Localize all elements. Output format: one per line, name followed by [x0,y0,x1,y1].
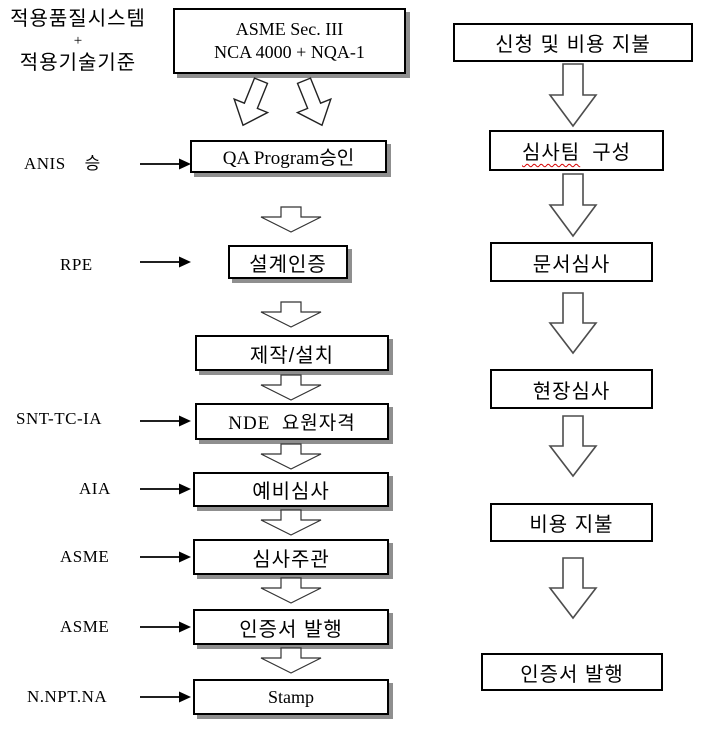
down-arrow-icon [260,577,322,604]
diagonal-down-left-arrow-icon [233,77,270,127]
box-certificate-issuance-right: 인증서 발행 [481,653,663,691]
asme-standard-line2: NCA 4000 + NQA-1 [214,42,365,62]
label-arrow-icon [140,621,191,633]
label-arrow-icon [140,483,191,495]
plus-sign: + [73,33,83,49]
asme-standard-line1: ASME Sec. III [235,19,344,39]
applicable-standards-line3: 적용기술기준 [19,52,137,74]
box-application-fee-payment: 신청 및 비용 지불 [453,23,693,62]
box-fabrication-installation: 제작/설치 [195,335,389,371]
asme-standard-box: ASME Sec. III NCA 4000 + NQA-1 [173,8,406,74]
down-arrow-icon [260,443,322,470]
annotation-anis: ANIS 승 [24,154,101,173]
down-arrow-icon [548,557,598,620]
box-qa-program-approval: QA Program승인 [190,140,387,173]
box-preliminary-audit: 예비심사 [193,472,389,507]
down-arrow-icon [548,173,598,238]
applicable-standards-label: 적용품질시스템 + 적용기술기준 [2,6,154,76]
diagonal-down-right-arrow-icon [295,77,332,127]
box-design-certification: 설계인증 [228,245,348,279]
label-arrow-icon [140,256,191,268]
label-arrow-icon [140,691,191,703]
annotation-asme-2: ASME [60,617,110,636]
label-arrow-icon [140,415,191,427]
down-arrow-icon [260,509,322,536]
audit-team-word-spellchecked: 심사팀 [521,142,581,164]
annotation-snt-tc-ia: SNT-TC-IA [16,409,103,428]
down-arrow-icon [260,647,322,674]
down-arrow-icon [260,301,322,328]
box-site-audit: 현장심사 [490,369,653,409]
label-arrow-icon [140,158,191,170]
box-nde-personnel-qualification: NDE 요원자격 [195,403,389,440]
down-arrow-icon [548,415,598,478]
down-arrow-icon [548,292,598,355]
box-certificate-issuance: 인증서 발행 [193,609,389,645]
down-arrow-icon [260,206,322,233]
annotation-rpe: RPE [60,255,93,274]
down-arrow-icon [260,374,322,401]
applicable-standards-line1: 적용품질시스템 [10,8,146,30]
annotation-asme-1: ASME [60,547,110,566]
box-fee-payment: 비용 지불 [490,503,653,542]
annotation-aia: AIA [79,479,111,498]
box-audit-team-formation: 심사팀 구성 [489,130,664,171]
audit-team-word-rest: 구성 [592,142,631,164]
down-arrow-icon [548,63,598,128]
box-audit-management: 심사주관 [193,539,389,575]
label-arrow-icon [140,551,191,563]
box-stamp: Stamp [193,679,389,715]
box-document-audit: 문서심사 [490,242,653,282]
annotation-n-npt-na: N.NPT.NA [27,687,108,706]
